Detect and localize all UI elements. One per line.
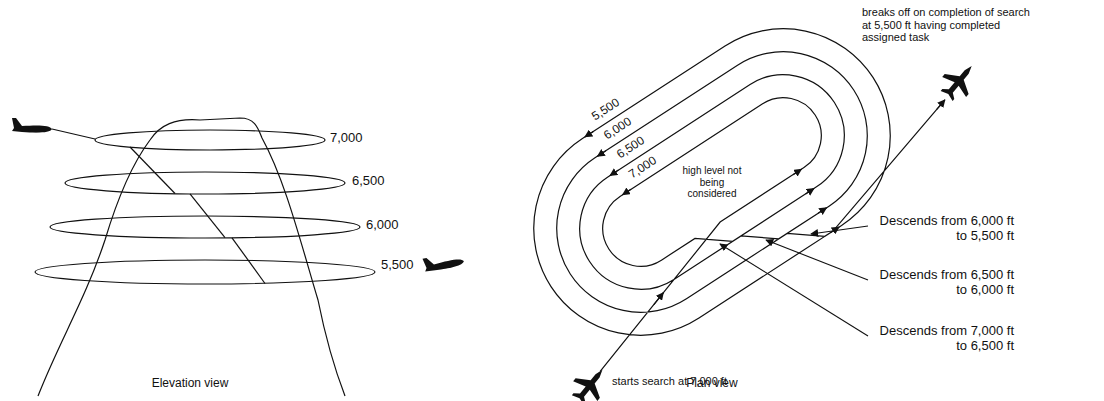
altitude-label: 7,000 <box>627 154 660 182</box>
leader-arrow <box>766 240 868 280</box>
leader-arrow <box>811 226 868 234</box>
track-arrow <box>610 170 618 175</box>
track-arrow <box>793 169 801 174</box>
descent-line <box>190 194 225 238</box>
view-caption: Elevation view <box>152 377 229 391</box>
track-arrow <box>623 189 631 194</box>
track-arrow <box>585 131 593 136</box>
note-text: high level not being considered <box>682 165 742 200</box>
callout-text: Descends from 6,000 ft to 5,500 ft <box>872 214 1014 244</box>
track-arrow <box>935 100 947 110</box>
flight-path <box>52 129 95 139</box>
orbit-ellipse <box>65 172 345 194</box>
orbit-ellipse <box>50 216 360 238</box>
note-text: breaks off on completion of search at 5,… <box>862 6 1042 44</box>
aircraft-side <box>12 118 52 133</box>
aircraft-top <box>935 56 984 106</box>
altitude-label: 5,500 <box>589 96 622 124</box>
track-arrow <box>651 293 666 305</box>
search-track <box>489 0 972 379</box>
track-arrow <box>818 208 826 213</box>
altitude-label: 6,000 <box>366 218 399 233</box>
mountain-outline <box>38 118 345 396</box>
descent-line <box>232 238 265 284</box>
callout-text: Descends from 6,500 ft to 6,000 ft <box>872 268 1014 298</box>
track-arrow <box>806 188 814 193</box>
leader-arrow <box>720 244 868 336</box>
altitude-label: 6,000 <box>602 115 635 143</box>
callout-text: Descends from 7,000 ft to 6,500 ft <box>872 324 1014 354</box>
altitude-label: 5,500 <box>381 258 414 273</box>
view-caption: Plan view <box>686 377 737 391</box>
altitude-label: 6,500 <box>614 134 647 162</box>
orbit-ellipse <box>95 130 325 150</box>
orbit-ellipse <box>35 260 375 284</box>
altitude-label: 6,500 <box>352 174 385 189</box>
aircraft-top <box>566 360 615 401</box>
descent-line <box>130 147 175 194</box>
track-arrow <box>597 151 605 156</box>
altitude-label: 7,000 <box>330 131 363 146</box>
aircraft-side <box>422 250 464 273</box>
